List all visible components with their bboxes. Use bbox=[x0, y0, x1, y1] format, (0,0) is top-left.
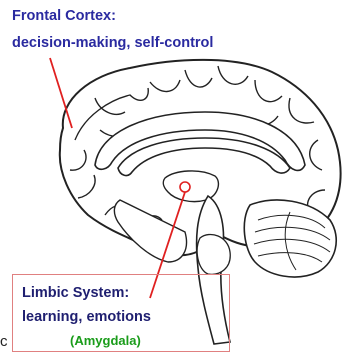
pons bbox=[197, 234, 230, 274]
frontal-pointer-line bbox=[50, 58, 72, 128]
limbic-system-title: Limbic System: bbox=[22, 285, 129, 301]
frontal-cortex-description: decision-making, self-control bbox=[12, 35, 213, 51]
amygdala-label: (Amygdala) bbox=[70, 333, 141, 348]
frontal-cortex-title: Frontal Cortex: bbox=[12, 8, 116, 24]
edge-glyph: c bbox=[0, 333, 8, 350]
limbic-system-description: learning, emotions bbox=[22, 309, 151, 325]
